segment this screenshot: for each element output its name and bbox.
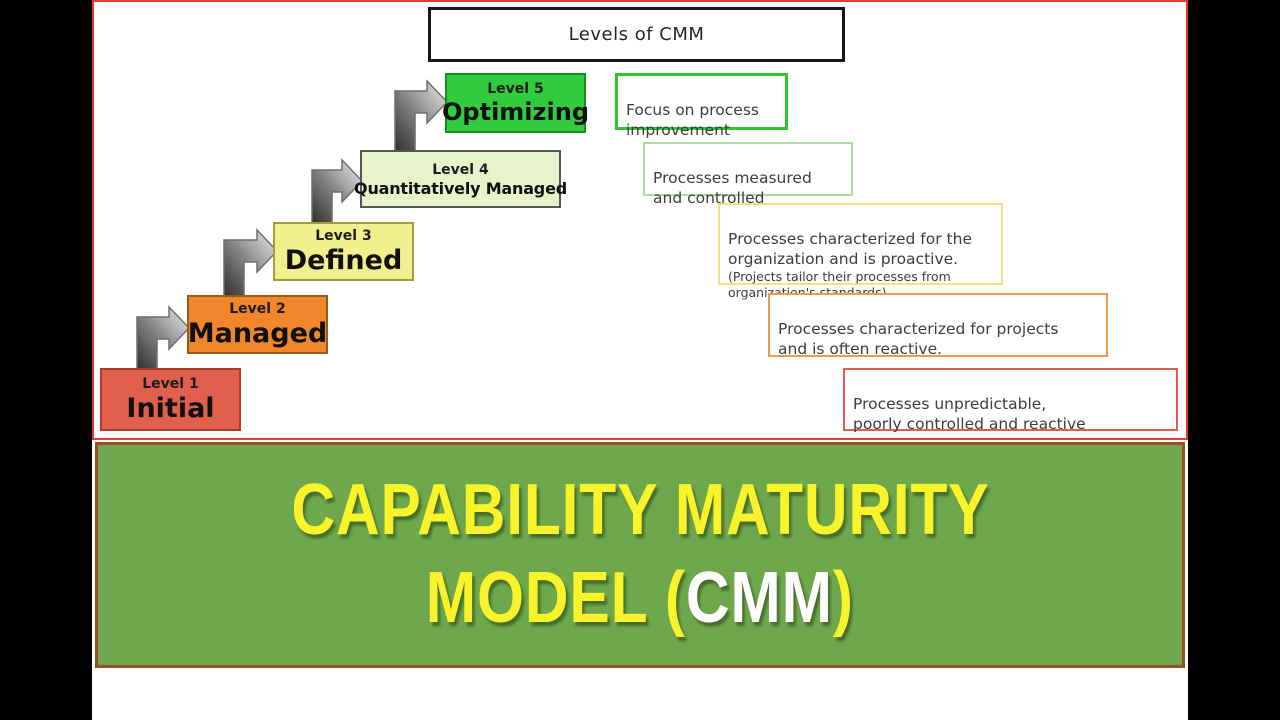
description-level-3: Processes characterized for the organiza…	[718, 203, 1003, 300]
banner-cmm-abbreviation: CMM	[686, 558, 834, 638]
description-level-1-text: Processes unpredictable, poorly controll…	[853, 395, 1086, 434]
level-3-label: Level 3	[315, 228, 372, 245]
letterbox-left	[0, 0, 92, 720]
arrow-level4-to-level5-icon	[394, 79, 449, 153]
level-2-name: Managed	[187, 318, 328, 350]
level-2-label: Level 2	[229, 301, 286, 318]
arrow-level3-to-level4-icon	[311, 158, 364, 225]
level-5-label: Level 5	[487, 81, 544, 98]
description-level-3-text: Processes characterized for the organiza…	[728, 230, 972, 269]
banner-line-2-suffix: )	[833, 558, 855, 638]
level-1-label: Level 1	[142, 376, 199, 393]
letterbox-right	[1188, 0, 1280, 720]
level-4-box: Level 4 Quantitatively Managed	[354, 150, 567, 208]
description-level-5-text: Focus on process improvement	[626, 101, 759, 140]
level-4-name: Quantitatively Managed	[354, 178, 567, 198]
banner-line-1: CAPABILITY MATURITY	[290, 470, 990, 551]
level-1-name: Initial	[126, 393, 215, 425]
level-2-box: Level 2 Managed	[187, 295, 328, 354]
level-1-box: Level 1 Initial	[100, 368, 241, 431]
level-3-name: Defined	[284, 245, 403, 277]
slide-content: Levels of CMM Level 5 Optimizing	[92, 0, 1188, 720]
banner-line-2: MODEL (CMM)	[426, 555, 854, 643]
diagram-title: Levels of CMM	[568, 24, 705, 45]
level-5-name: Optimizing	[442, 98, 589, 127]
description-level-4-text: Processes measured and controlled	[653, 169, 812, 208]
level-4-label: Level 4	[432, 161, 489, 178]
step-arrows	[136, 79, 449, 371]
arrow-level1-to-level2-icon	[136, 305, 191, 371]
diagram-title-box: Levels of CMM	[428, 7, 845, 62]
banner-line-2-prefix: MODEL (	[425, 558, 687, 638]
description-level-4: Processes measured and controlled	[643, 142, 853, 207]
description-level-2: Processes characterized for projects and…	[768, 293, 1108, 359]
cmm-diagram-panel: Levels of CMM Level 5 Optimizing	[92, 0, 1188, 440]
title-banner: CAPABILITY MATURITY MODEL (CMM)	[95, 442, 1185, 668]
arrow-level2-to-level3-icon	[223, 228, 279, 298]
level-5-box: Level 5 Optimizing	[442, 73, 589, 133]
level-3-box: Level 3 Defined	[273, 222, 414, 281]
description-level-2-text: Processes characterized for projects and…	[778, 320, 1059, 359]
description-level-5: Focus on process improvement	[615, 73, 788, 139]
description-level-1: Processes unpredictable, poorly controll…	[843, 368, 1178, 434]
